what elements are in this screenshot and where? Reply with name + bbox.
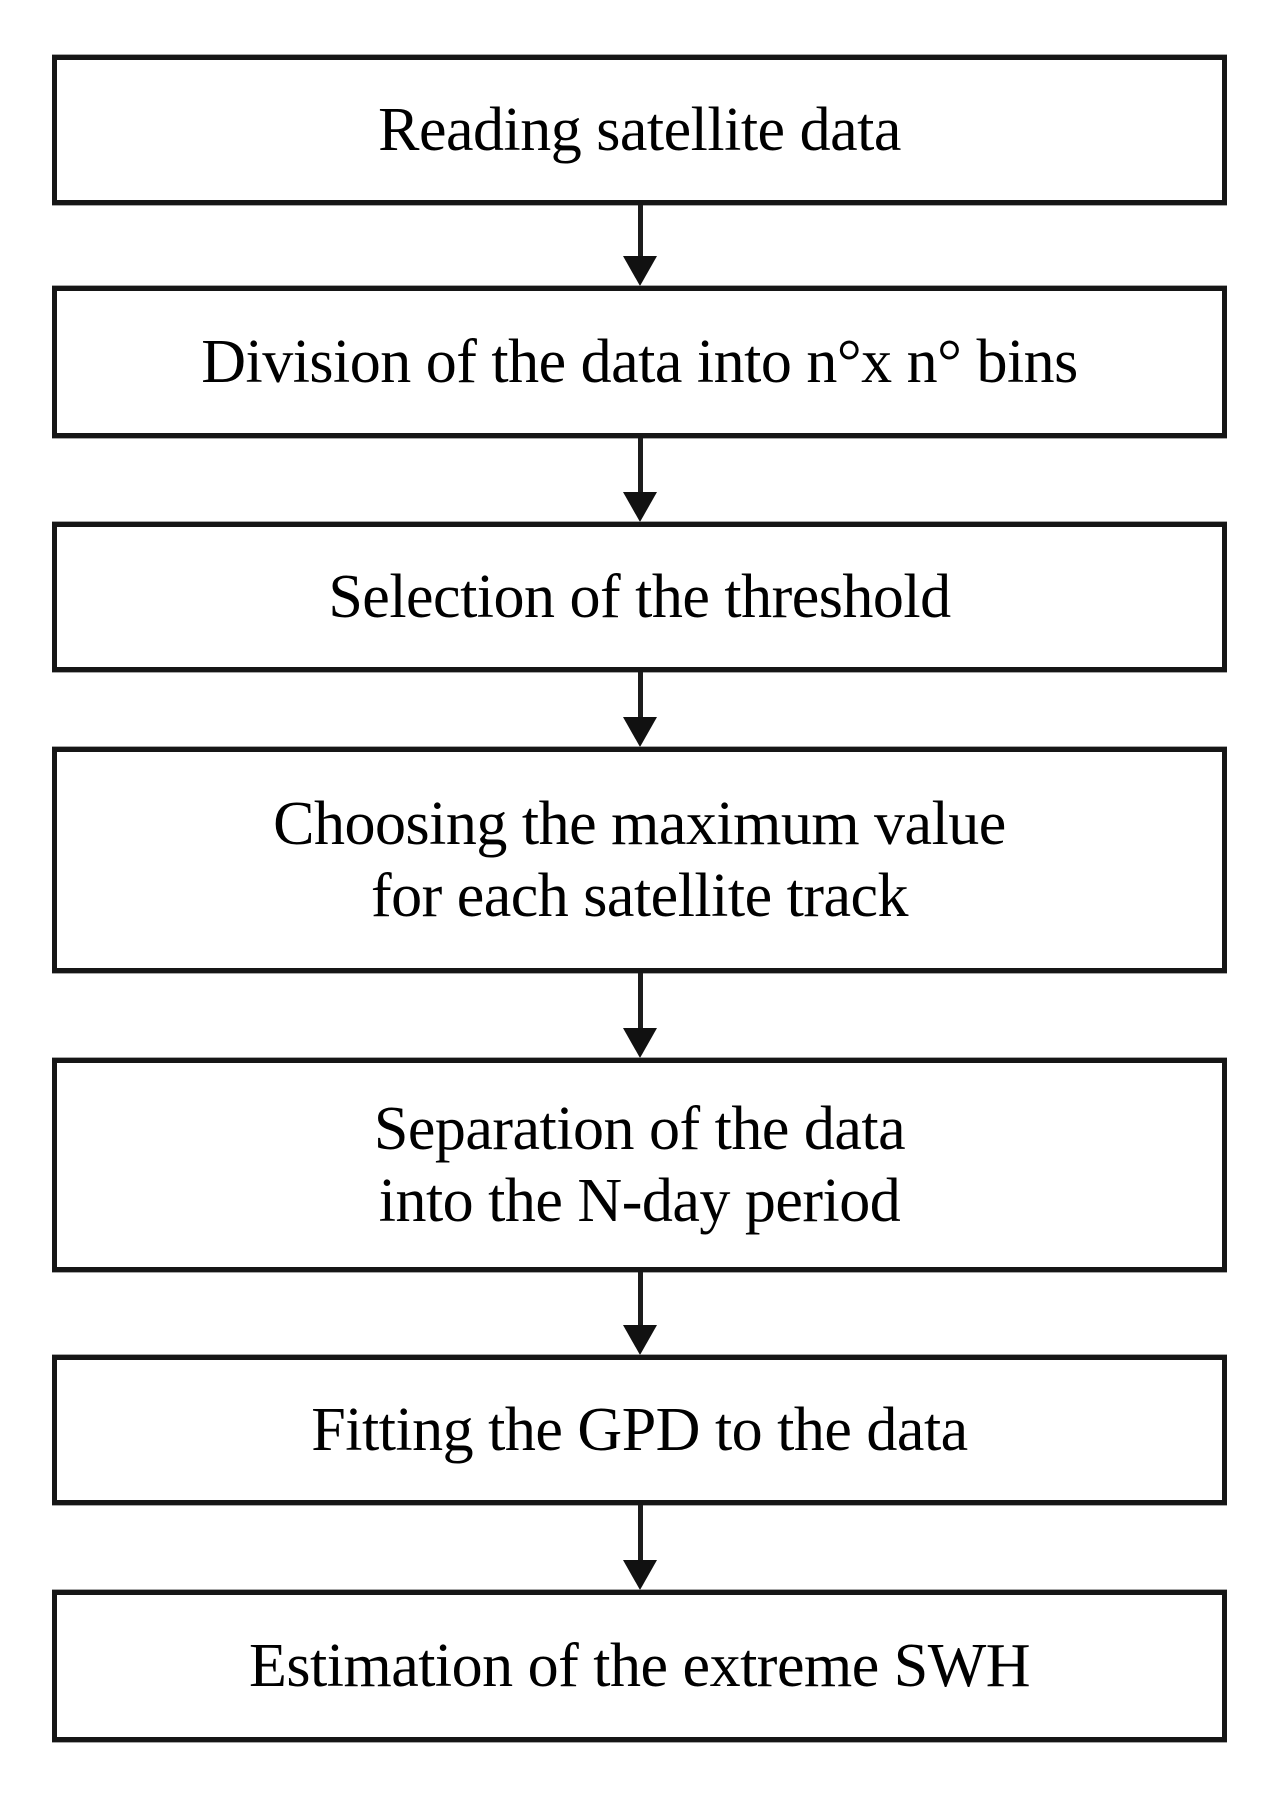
arrow-down-icon-3	[618, 672, 662, 747]
flow-step-box-6: Fitting the GPD to the data	[52, 1355, 1227, 1505]
flow-step-5-label: into the N-day period	[378, 1167, 901, 1235]
flow-step-box-1: Reading satellite data	[52, 55, 1227, 205]
arrow-down-icon-1	[618, 205, 662, 286]
flow-step-2-label: Division of the data into n°x n° bins	[201, 328, 1078, 396]
flow-step-4-label: for each satellite track	[370, 862, 909, 930]
arrow-head	[623, 1028, 657, 1058]
arrow-line	[637, 205, 643, 256]
arrow-line	[637, 438, 643, 492]
flow-step-1-label: Reading satellite data	[378, 96, 901, 164]
arrow-line	[637, 1272, 643, 1325]
arrow-head	[623, 717, 657, 747]
arrow-head	[623, 1325, 657, 1355]
arrow-down-icon-6	[618, 1505, 662, 1590]
flow-step-5-label: Separation of the data	[373, 1095, 906, 1163]
arrow-head	[623, 1560, 657, 1590]
arrow-line	[637, 973, 643, 1028]
flow-step-box-3: Selection of the threshold	[52, 522, 1227, 672]
flow-step-3-label: Selection of the threshold	[328, 563, 951, 631]
arrow-line	[637, 1505, 643, 1560]
arrow-head	[623, 492, 657, 522]
arrow-down-icon-2	[618, 438, 662, 522]
arrow-down-icon-4	[618, 973, 662, 1058]
arrow-down-icon-5	[618, 1272, 662, 1355]
arrow-head	[623, 256, 657, 286]
flow-step-box-7: Estimation of the extreme SWH	[52, 1590, 1227, 1742]
flow-step-box-2: Division of the data into n°x n° bins	[52, 286, 1227, 438]
flow-step-6-label: Fitting the GPD to the data	[311, 1396, 968, 1464]
flow-step-7-label: Estimation of the extreme SWH	[249, 1632, 1030, 1700]
arrow-line	[637, 672, 643, 717]
flow-step-4-label: Choosing the maximum value	[273, 790, 1006, 858]
